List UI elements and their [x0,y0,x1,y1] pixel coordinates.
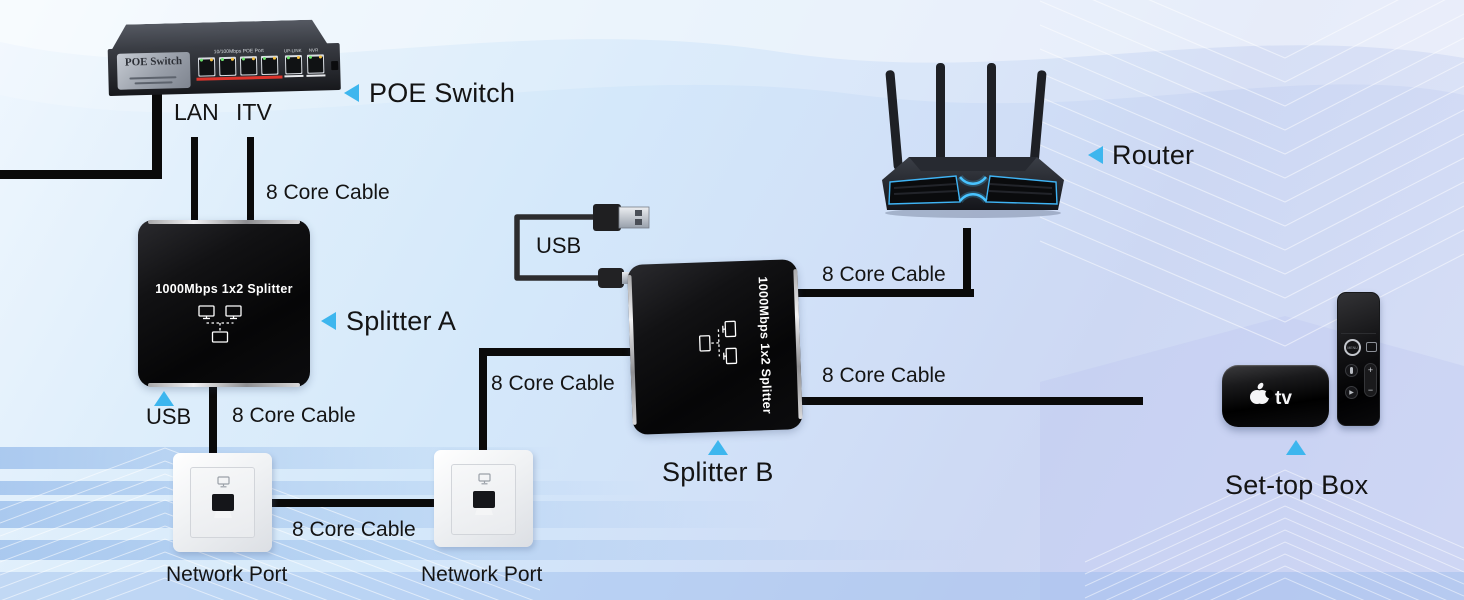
cable-to-splitterB [479,348,633,356]
siri-remote-device: MENU +− ▶ [1337,292,1380,426]
cable-port-to-port [270,499,438,507]
play-pause-button-icon: ▶ [1345,386,1358,399]
poe-switch-brand-panel: POE Switch [116,51,191,90]
splitter-a-device: 1000Mbps 1x2 Splitter [138,220,310,387]
wallplate-inner [190,467,255,538]
cable-portR-up [479,351,487,452]
core-cable-label-4: 8 Core Cable [491,372,615,395]
callout-arrow-router [1088,146,1103,164]
splitter-a-face-title: 1000Mbps 1x2 Splitter [155,282,293,296]
router-label: Router [1112,140,1195,170]
network-splitter-icon [198,305,242,343]
splitter-a-label: Splitter A [346,306,457,336]
splitter-b-device: 1000Mbps 1x2 Splitter [627,259,803,435]
lan-label: LAN [174,99,219,125]
uplink-caption: UP-LINK [283,47,302,54]
apple-tv-logo: tv [1250,382,1292,409]
rj45-port-icon [197,57,216,77]
cable-lan [191,137,198,223]
uplink-strip [284,74,304,78]
usb-cable [514,204,650,288]
poe-switch-front-face: POE Switch 10/100Mbps POE Port UP-LINK N… [107,42,341,97]
callout-arrow-set-top-box [1286,440,1306,455]
poe-ports-caption: 10/100Mbps POE Port [213,47,264,56]
router-device [882,63,1064,218]
usb-a-plug-icon [593,204,650,231]
menu-button-icon: MENU [1344,339,1361,356]
router-antennas [885,63,1047,171]
network-port-right-device [434,450,533,547]
set-top-box-device: tv [1222,365,1329,427]
computer-icon [478,473,491,485]
panel-fineprint-line [129,76,177,80]
apple-icon [1250,382,1274,404]
router-glow-x [957,174,989,204]
callout-arrow-poe-switch [344,84,359,102]
network-port-left-device [173,453,272,552]
nvr-strip [306,74,326,77]
remote-seam [1341,333,1376,334]
router-vent-left [888,175,961,205]
panel-fineprint-line [134,81,173,85]
volume-rocker-icon: +− [1364,363,1377,397]
network-splitter-icon [698,320,738,365]
splitter-a-face: 1000Mbps 1x2 Splitter [138,220,310,387]
core-cable-label-1: 8 Core Cable [266,181,390,204]
rj45-jack-icon [212,494,234,511]
usb-label-splitter-a: USB [146,404,192,429]
rj45-clip [475,508,493,515]
cable-switch-drop-v [152,80,162,179]
core-cable-label-3: 8 Core Cable [292,518,416,541]
splitter-edge [148,383,300,387]
core-cable-label-6: 8 Core Cable [822,364,946,387]
usb-marker-splitter-a [154,391,174,406]
callout-arrow-splitter-b [708,440,728,455]
splitter-b-label: Splitter B [662,457,774,487]
uplink-port-icon [284,54,303,75]
network-port-left-label: Network Port [166,563,288,586]
power-button-icon [331,61,339,71]
svg-text:tv: tv [1275,388,1292,409]
usb-label-splitter-b: USB [536,233,582,258]
splitter-edge [148,220,300,224]
nvr-port-icon [306,54,325,74]
poe-switch-panel-text: POE Switch [124,55,183,69]
rj45-clip [214,511,232,518]
nvr-caption: NVR [308,47,319,53]
cable-splitterB-router-v [963,228,971,297]
splitter-b-face-title: 1000Mbps 1x2 Splitter [755,276,775,415]
rj45-port-icon [218,56,237,77]
mic-button-icon [1345,364,1358,377]
cable-itv [247,137,254,223]
callout-arrow-splitter-a [321,312,336,330]
core-cable-label-2: 8 Core Cable [232,404,356,427]
cable-switch-drop-h [0,170,162,179]
set-top-box-label: Set-top Box [1225,470,1369,500]
router-vent-right [985,175,1058,205]
tv-button-icon [1366,342,1377,352]
core-cable-label-5: 8 Core Cable [822,263,946,286]
cable-splitterB-router-h [795,289,974,297]
rj45-jack-icon [473,491,495,508]
network-port-right-label: Network Port [421,563,543,586]
splitter-b-face: 1000Mbps 1x2 Splitter [627,259,803,435]
computer-icon [217,476,230,488]
rj45-port-icon [260,55,279,76]
poe-switch-device: POE Switch 10/100Mbps POE Port UP-LINK N… [103,17,345,103]
cable-splitterB-settop [795,397,1143,405]
micro-usb-plug-icon [598,268,631,288]
rj45-port-icon [239,56,258,76]
cable-splitterA-to-port [209,384,217,456]
itv-label: ITV [236,99,272,125]
poe-switch-label: POE Switch [369,78,516,108]
wallplate-inner [451,464,516,535]
